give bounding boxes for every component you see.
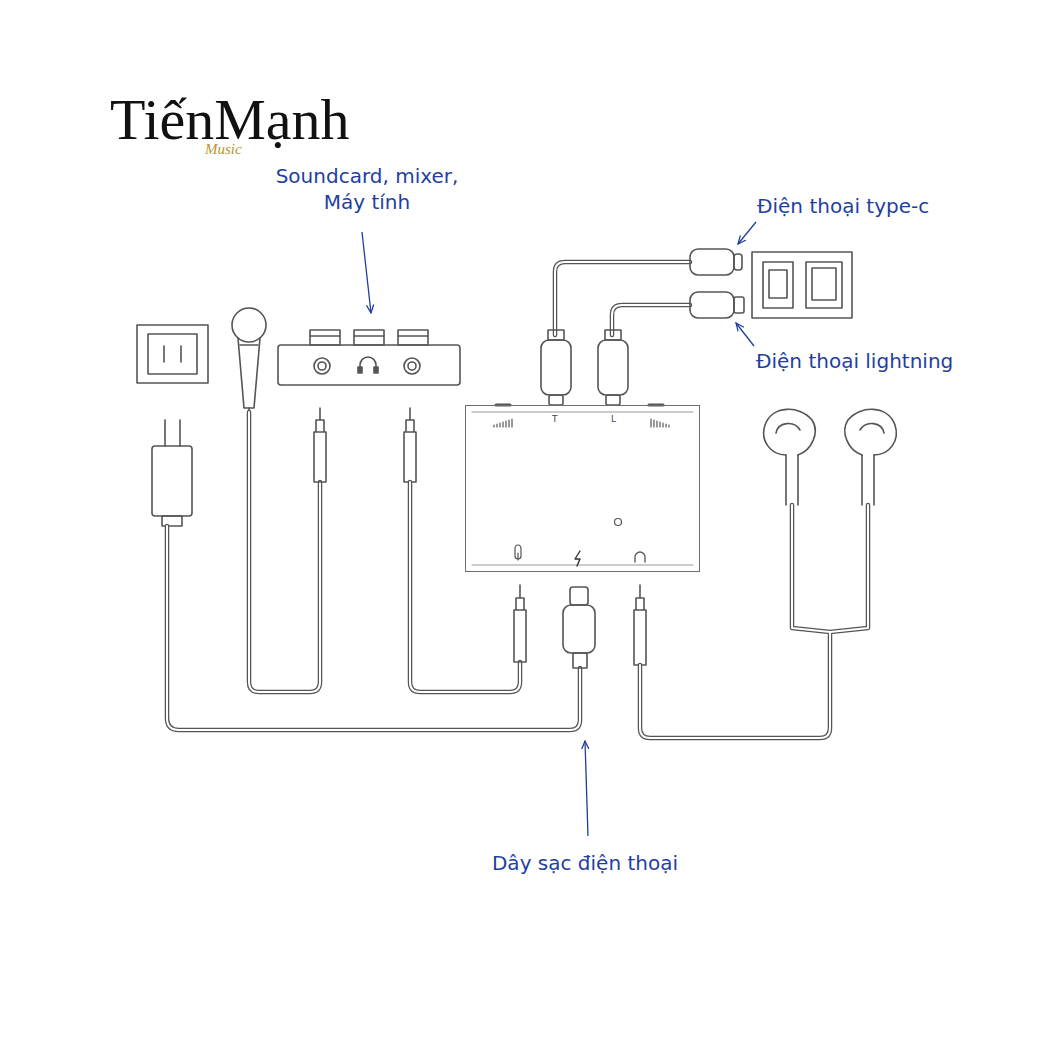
interface-details [472, 405, 693, 566]
power-plug [152, 420, 580, 730]
callout-label: Soundcard, mixer, Máy tính [257, 163, 477, 215]
callout-label: Dây sạc điện thoại [440, 850, 730, 876]
phone-cables [541, 249, 744, 405]
callout-label: Điện thoại type-c [757, 193, 1007, 219]
phone-tablet-icon [752, 252, 852, 318]
microphone [232, 308, 320, 692]
earphones [640, 409, 896, 738]
interface-box: TL [465, 405, 700, 572]
soundcard-box [278, 330, 460, 385]
port-letter: L [611, 414, 616, 424]
callout-label: Điện thoại lightning [756, 348, 1046, 374]
port-letter: T [552, 414, 558, 424]
charge-plug [563, 587, 595, 668]
wall-outlet [137, 325, 208, 383]
audio-jacks [314, 408, 646, 692]
brand-subtitle: Music [205, 140, 295, 160]
leader-arrows [362, 222, 756, 836]
brand-logo: TiếnMạnh [110, 82, 410, 157]
